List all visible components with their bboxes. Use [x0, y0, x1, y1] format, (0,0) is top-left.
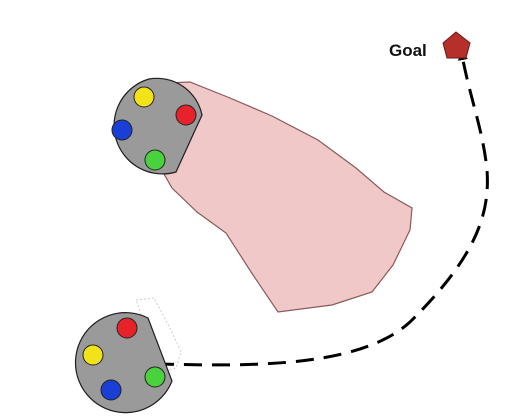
wheel-red [175, 104, 197, 126]
goal-group: Goal [389, 31, 471, 60]
wheel-green [144, 366, 166, 388]
wheel-red [116, 317, 138, 339]
swept-region [144, 81, 413, 313]
goal-label: Goal [389, 41, 427, 60]
robot-upper [111, 77, 203, 175]
robot-lower [74, 312, 173, 414]
wheel-blue [111, 119, 133, 141]
goal-marker [442, 31, 471, 59]
trajectory-path [127, 50, 489, 367]
robot-body [74, 312, 173, 414]
wheel-green [144, 149, 166, 171]
wheel-blue [100, 379, 122, 401]
wheel-yellow [133, 86, 155, 108]
wheel-yellow [82, 344, 104, 366]
